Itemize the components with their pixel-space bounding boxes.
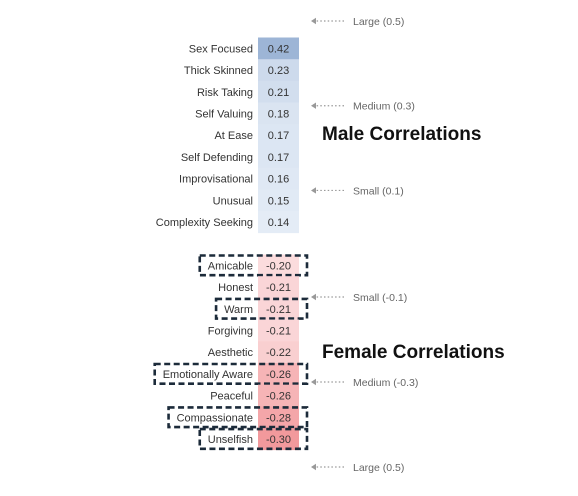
trait-label: Honest [218,282,253,294]
value-label: 0.18 [268,108,289,120]
male-section-title: Male Correlations [322,124,481,145]
reference-markers: Large (0.5) Medium (0.3) Small (0.1) Small … [311,16,418,474]
value-label: 0.17 [268,130,289,142]
value-label: -0.28 [266,412,291,424]
value-cell [258,102,299,125]
value-label: -0.26 [266,391,291,403]
arrow-icon [311,378,316,386]
value-cell [258,59,299,82]
highlight-box [153,362,309,386]
value-cell [258,80,299,103]
trait-label: Sex Focused [189,43,253,55]
value-cell [258,254,299,277]
trait-label: Forgiving [208,325,253,337]
highlight-box [198,427,309,451]
value-label: -0.21 [266,282,291,294]
value-cell [258,319,299,342]
value-cell [258,276,299,299]
trait-label: At Ease [214,130,253,142]
trait-label: Peaceful [210,391,253,403]
value-cell [258,124,299,147]
trait-label: Emotionally Aware [163,369,253,381]
value-label: 0.21 [268,87,289,99]
value-label: 0.17 [268,152,289,164]
value-label: -0.21 [266,325,291,337]
value-label: 0.23 [268,65,289,77]
trait-label: Thick Skinned [184,65,253,77]
value-cell [258,189,299,212]
arrow-icon [311,463,316,471]
value-cell [258,384,299,407]
trait-label: Improvisational [179,174,253,186]
trait-label: Self Valuing [195,108,253,120]
marker-label: Small (0.1) [353,185,404,197]
marker-label: Large (0.5) [353,16,404,28]
value-cell [258,146,299,168]
trait-label: Warm [224,304,253,316]
arrow-icon [311,293,316,301]
value-label: 0.42 [268,43,289,55]
trait-label: Unusual [213,195,253,207]
trait-label: Self Defending [181,152,253,164]
marker-label: Medium (0.3) [353,101,415,113]
value-cell [258,428,299,451]
marker-label: Medium (-0.3) [353,377,418,389]
value-cell [258,37,299,60]
value-cell [258,167,299,190]
trait-label: Unselfish [208,434,253,446]
female-rows: Amicable-0.20Honest-0.21Warm-0.21Forgivi… [153,254,309,451]
trait-label: Complexity Seeking [156,217,253,229]
trait-label: Aesthetic [208,347,254,359]
female-section-title: Female Correlations [322,342,505,363]
trait-label: Compassionate [177,412,253,424]
trait-label: Risk Taking [197,87,253,99]
value-cell [258,297,299,320]
arrow-icon [311,187,316,194]
value-label: -0.22 [266,347,291,359]
value-label: 0.15 [268,195,289,207]
value-label: -0.20 [266,260,291,272]
arrow-icon [311,102,316,109]
marker-label: Small (-0.1) [353,292,407,304]
value-cell [258,211,299,234]
trait-label: Amicable [208,260,253,272]
value-cell [258,406,299,429]
value-cell [258,341,299,364]
value-label: -0.26 [266,369,291,381]
highlight-box [167,406,309,429]
value-label: 0.14 [268,217,289,229]
highlight-box [214,297,309,320]
highlight-box [198,254,309,277]
value-label: 0.16 [268,174,289,186]
arrow-icon [311,17,316,25]
value-label: -0.30 [266,434,291,446]
value-cell [258,363,299,385]
value-label: -0.21 [266,304,291,316]
marker-label: Large (0.5) [353,462,404,474]
